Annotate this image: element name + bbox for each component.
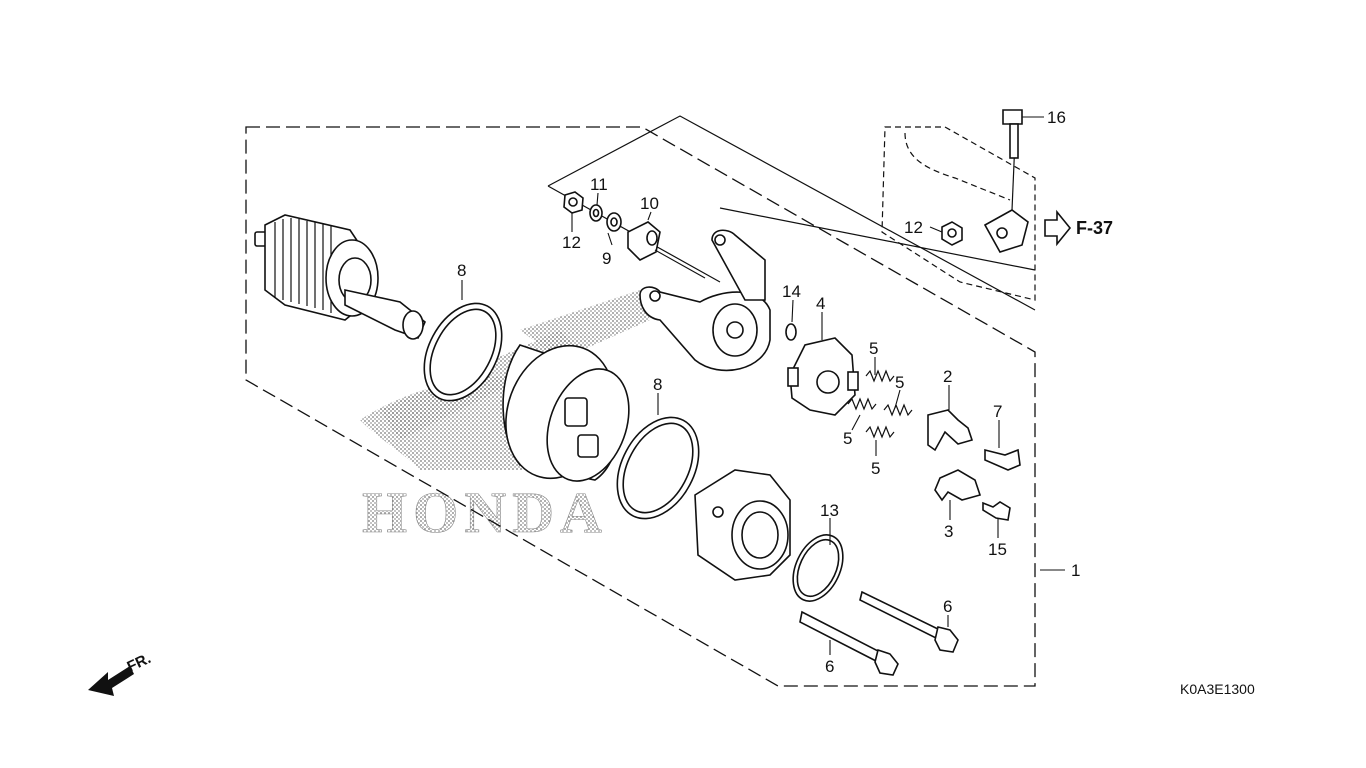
callout-15: 15 (988, 540, 1007, 559)
watermark-text: HONDA (362, 480, 608, 545)
callout-8b: 8 (653, 375, 662, 394)
callout-6b: 6 (825, 657, 834, 676)
callout-3: 3 (944, 522, 953, 541)
reference-arrow: F-37 (1044, 209, 1113, 247)
front-direction-indicator: FR. (88, 650, 154, 696)
long-bolt-6-upper (859, 590, 959, 653)
callout-1: 1 (1071, 561, 1080, 580)
assembly-frame (245, 126, 1036, 687)
callout-5a: 5 (869, 339, 878, 358)
callout-4: 4 (816, 294, 825, 313)
long-bolt-6-lower (799, 610, 899, 676)
callout-16: 16 (1047, 108, 1066, 127)
o-ring-8-right (616, 416, 700, 520)
front-bracket (639, 229, 771, 372)
bolt-7 (984, 448, 1021, 471)
reference-label: F-37 (1076, 218, 1113, 238)
nut-12 (563, 191, 584, 214)
bushing-9 (606, 212, 622, 232)
diagram-code: K0A3E1300 (1180, 681, 1255, 697)
terminal-2 (927, 409, 974, 452)
washer-11 (589, 204, 603, 222)
callout-8a: 8 (457, 261, 466, 280)
callout-11: 11 (590, 175, 608, 194)
callout-5c: 5 (843, 429, 852, 448)
washer-14 (785, 323, 797, 341)
callout-10: 10 (640, 194, 659, 213)
front-direction-label: FR. (125, 650, 154, 676)
callout-14: 14 (782, 282, 801, 301)
callout-12a: 12 (562, 233, 581, 252)
o-ring-8-left (423, 302, 503, 402)
callout-7: 7 (993, 402, 1002, 421)
callout-2: 2 (943, 367, 952, 386)
callout-labels: 1 2 3 4 5 5 5 5 6 6 7 8 8 9 10 11 12 12 … (457, 108, 1080, 676)
rear-cover (694, 469, 791, 581)
callout-12b: 12 (904, 218, 923, 237)
nut-12-right (941, 221, 963, 246)
callout-6a: 6 (943, 597, 952, 616)
callout-5b: 5 (895, 373, 904, 392)
brush-springs-5 (847, 369, 913, 439)
insulator-10 (627, 221, 661, 261)
armature (254, 214, 426, 340)
screw-15 (982, 501, 1011, 521)
terminal-3 (934, 469, 982, 502)
front-arrow-icon (88, 666, 134, 696)
brush-holder-4 (787, 337, 859, 416)
cable-bracket-detail (881, 109, 1036, 301)
callout-13: 13 (820, 501, 839, 520)
callout-9: 9 (602, 249, 611, 268)
callout-5d: 5 (871, 459, 880, 478)
leader-lines (461, 116, 1065, 655)
o-ring-13 (792, 534, 844, 602)
yoke-housing (502, 344, 630, 482)
